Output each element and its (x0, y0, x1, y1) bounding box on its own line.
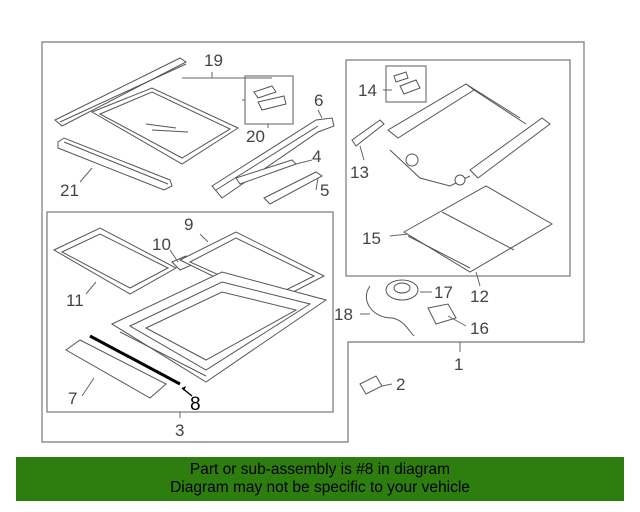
part-21-rail (57, 137, 173, 191)
part-7-panel (65, 339, 167, 399)
diagram-outer-frame (41, 41, 585, 443)
banner-line-1: Part or sub-assembly is #8 in diagram (189, 461, 451, 478)
callout-10: 10 (152, 235, 171, 254)
assembly-box-3 (46, 211, 334, 413)
callout-1: 1 (454, 355, 463, 374)
callout-18: 18 (334, 305, 353, 324)
part-box-14 (385, 65, 427, 103)
part-17-motor (385, 279, 419, 301)
part-5-trim (263, 171, 323, 205)
callout-21: 21 (60, 181, 79, 200)
callout-20: 20 (246, 127, 265, 146)
part-20-clips (253, 85, 287, 111)
callout-4: 4 (312, 147, 321, 166)
callout-19: 19 (204, 51, 223, 70)
info-banner: Part or sub-assembly is #8 in diagram Di… (16, 457, 624, 501)
part-11-glass (52, 227, 178, 295)
part-15-sunshade (403, 185, 553, 273)
callout-17: 17 (434, 283, 453, 302)
sunroof-frame-mechanism (387, 83, 551, 187)
callout-15: 15 (362, 229, 381, 248)
callout-9: 9 (184, 215, 193, 234)
banner-line-2: Diagram may not be specific to your vehi… (170, 479, 470, 496)
part-8-seal-strip (89, 334, 181, 386)
callout-13: 13 (350, 163, 369, 182)
part-14-clips (393, 71, 421, 95)
roof-panel (110, 271, 328, 383)
part-2-bracket (359, 375, 383, 395)
part-13-bracket (351, 119, 385, 147)
callout-16: 16 (470, 319, 489, 338)
callout-5: 5 (320, 181, 329, 200)
assembly-box-12 (345, 59, 571, 277)
parts-diagram: 19 20 6 4 5 21 9 10 11 7 8 3 14 13 15 12… (41, 41, 585, 443)
part-18-harness (365, 285, 415, 337)
callout-14: 14 (358, 81, 377, 100)
callout-11: 11 (66, 291, 84, 310)
part-19-glass-panel (54, 57, 240, 165)
callout-6: 6 (314, 91, 323, 110)
leader-lines (79, 72, 481, 418)
part-16-module (427, 303, 457, 325)
callout-8: 8 (190, 394, 201, 415)
callout-7: 7 (68, 389, 77, 408)
callout-12: 12 (470, 287, 489, 306)
callout-3: 3 (175, 421, 184, 440)
callout-2: 2 (396, 375, 405, 394)
